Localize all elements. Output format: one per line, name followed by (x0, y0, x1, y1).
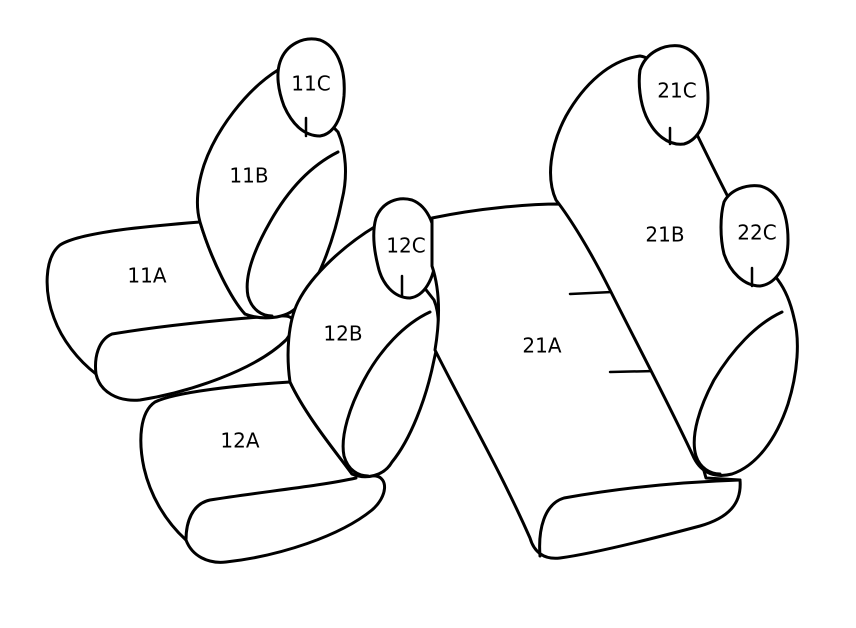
label-12A: 12A (220, 429, 259, 453)
label-12B: 12B (323, 322, 362, 346)
label-21A: 21A (522, 334, 561, 358)
seat-11-headrest (276, 37, 346, 138)
seat-12-headrest (372, 197, 438, 300)
seat-12 (139, 197, 440, 564)
seat-11 (45, 37, 347, 402)
seat-12-backrest-bolster (341, 310, 432, 478)
label-21B: 21B (645, 223, 684, 247)
seat-12-cushion-crease (184, 476, 358, 542)
seat-22-headrest (719, 184, 790, 288)
seat-21 (430, 44, 799, 560)
label-12C: 12C (386, 234, 425, 258)
label-11B: 11B (229, 164, 268, 188)
label-11A: 11A (127, 264, 166, 288)
label-11C: 11C (291, 72, 330, 96)
label-21C: 21C (657, 79, 696, 103)
seat-21-headrest (637, 44, 710, 146)
seat-21-backrest-bolster (692, 310, 784, 476)
seat-11-cushion-crease (94, 315, 262, 376)
seat-21-seam-upper (568, 290, 614, 296)
seat-11-backrest-bolster (245, 150, 340, 318)
label-22C: 22C (737, 221, 776, 245)
seat-21-seam-lower (608, 369, 658, 374)
seat-21-cushion-crease (538, 478, 742, 558)
